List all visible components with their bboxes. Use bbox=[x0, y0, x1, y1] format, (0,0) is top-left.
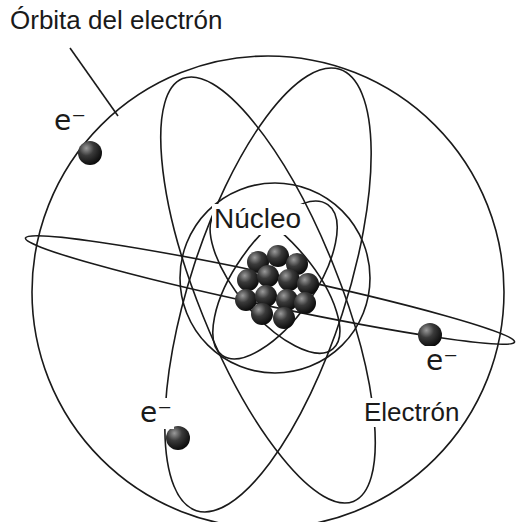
electron bbox=[78, 141, 102, 165]
inner-ellipse bbox=[188, 187, 362, 374]
electron bbox=[166, 426, 190, 450]
nucleus-cluster bbox=[235, 245, 319, 329]
outer-orbit bbox=[32, 56, 504, 522]
nucleus-label: Núcleo bbox=[212, 204, 303, 235]
electron-symbol: e⁻ bbox=[424, 346, 460, 377]
electron bbox=[418, 323, 442, 347]
electron-symbol: e⁻ bbox=[52, 106, 88, 137]
orbit-label: Órbita del electrón bbox=[8, 6, 224, 35]
electron-symbol: e⁻ bbox=[138, 398, 174, 429]
orbit-ellipse bbox=[22, 222, 518, 357]
electron-label: Electrón bbox=[362, 398, 461, 427]
inner-ellipse bbox=[189, 182, 360, 379]
orbit-ellipse bbox=[118, 52, 419, 522]
inner-orbit bbox=[180, 183, 370, 373]
